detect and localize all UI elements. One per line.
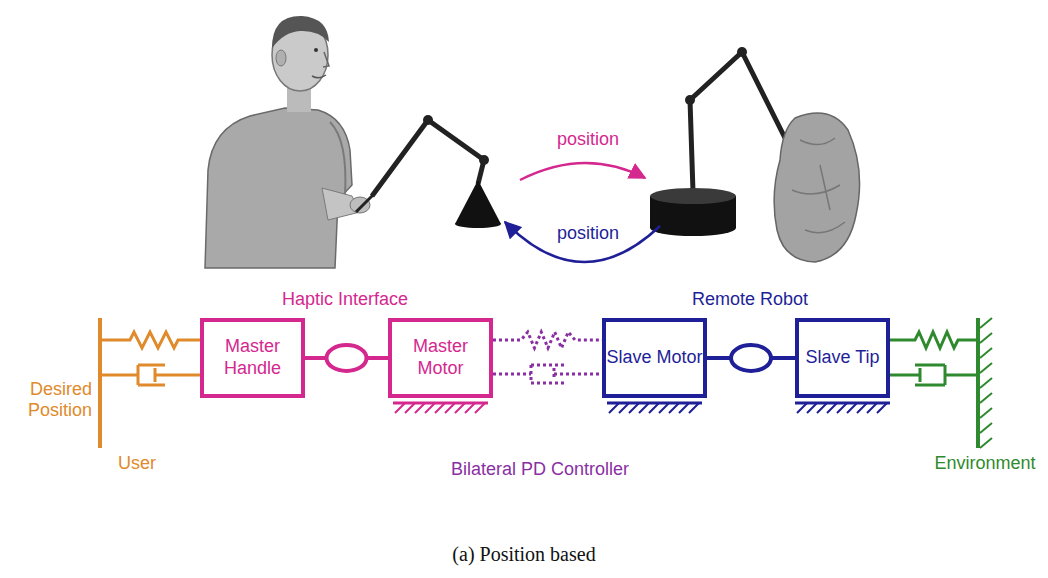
block-label: Master Motor (392, 336, 489, 380)
ground-hatch (607, 403, 890, 413)
connector-group (707, 345, 795, 371)
block-box: Slave Tip (795, 318, 890, 398)
user-impedance (100, 318, 205, 448)
connector-group (305, 345, 388, 371)
block-label: Slave Tip (805, 347, 879, 369)
diagram-label: Environment (925, 453, 1045, 474)
haptic-device (372, 115, 501, 228)
damper-symbol (493, 365, 602, 383)
diagram-label: User (97, 453, 177, 474)
rock (774, 113, 859, 262)
remote-robot (650, 47, 786, 236)
diagram-label: position (540, 223, 636, 244)
connector-group (493, 332, 602, 383)
diagram-label: Desired Position (2, 379, 92, 420)
figure-caption: (a) Position based (324, 542, 724, 566)
diagram-label: Remote Robot (650, 289, 850, 310)
position-arrow (520, 163, 645, 180)
position-arrow (505, 222, 660, 262)
spring-connector (493, 332, 602, 348)
diagram-label: position (540, 129, 636, 150)
ground-hatch (393, 403, 488, 413)
user-figure (205, 16, 374, 268)
coupling-symbol (731, 345, 771, 371)
block-box: Slave Motor (602, 318, 707, 398)
coupling-symbol (327, 345, 367, 371)
diagram-label: Bilateral PD Controller (390, 459, 690, 480)
block-box: Master Motor (388, 318, 493, 398)
diagram-label: Haptic Interface (245, 289, 445, 310)
block-label: Master Handle (204, 336, 301, 380)
environment-impedance (890, 318, 992, 448)
block-label: Slave Motor (606, 347, 702, 369)
block-box: Master Handle (200, 318, 305, 398)
